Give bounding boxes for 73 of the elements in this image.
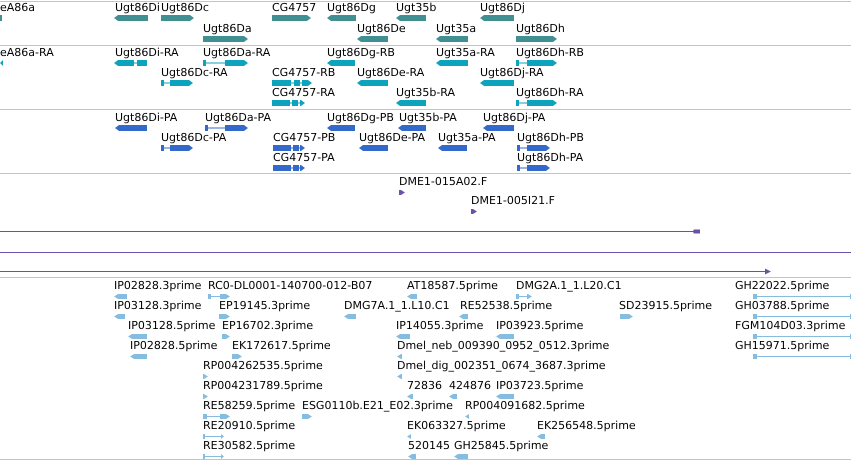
feature-label: AT18587.5prime — [407, 279, 498, 292]
feature-label: RP004231789.5prime — [203, 379, 323, 392]
feature-label: CG4757 — [272, 1, 316, 14]
feature-label: EK063327.5prime — [407, 419, 506, 432]
feature-label: Ugt86Dj-PA — [483, 111, 546, 124]
feature-label: Ugt86Dj — [480, 1, 525, 14]
feature-label: 72836 — [407, 379, 442, 392]
feature-label: Ugt86Dh-PB — [517, 131, 584, 144]
feature-label: ESG0110b.E21_E02.3prime — [302, 399, 453, 412]
feature-label: GH03788.5prime — [735, 299, 830, 312]
feature-label: RE20910.5prime — [203, 419, 296, 432]
feature-label: GH15971.5prime — [735, 339, 830, 352]
feature-label: GH25845.5prime — [454, 439, 548, 452]
feature-label: Ugt86De-RA — [357, 66, 424, 79]
feature-label: Ugt35b-RA — [396, 86, 456, 99]
feature-label: Ugt35b — [396, 1, 436, 14]
feature-label: IP03128.3prime — [114, 299, 202, 312]
feature-label: Ugt86Dg-PB — [327, 111, 394, 124]
feature-label: eA86a — [0, 1, 36, 14]
feature-label: eA86a-RA — [0, 46, 54, 59]
feature-label: IP14055.3prime — [396, 319, 484, 332]
feature-label: RE30582.5prime — [203, 439, 296, 452]
feature-label: Ugt35a-RA — [436, 46, 495, 59]
feature-label: Dmel_neb_009390_0952_0512.3prime — [397, 339, 610, 352]
feature-label: Ugt86Di-RA — [115, 46, 179, 59]
feature-label: Ugt86Di-PA — [115, 111, 178, 124]
feature-label: Ugt35b-PA — [399, 111, 457, 124]
feature-label: Ugt35a — [436, 22, 476, 35]
feature-label: IP02828.5prime — [130, 339, 218, 352]
feature-label: 520145 — [408, 439, 450, 452]
feature-label: Ugt86Dg-RB — [327, 46, 395, 59]
feature-label: Dmel_dig_002351_0674_3687.3prime — [397, 359, 606, 372]
feature-label: Ugt86Da-RA — [203, 46, 270, 59]
feature-label: EK172617.5prime — [232, 339, 331, 352]
feature-label: IP02828.3prime — [114, 279, 202, 292]
feature-label: Ugt86Dh-RA — [516, 86, 584, 99]
feature-label: Ugt86Dc-PA — [161, 131, 226, 144]
feature-label: EP19145.3prime — [219, 299, 310, 312]
feature-label: IP03128.5prime — [128, 319, 216, 332]
feature-label: Ugt86Dc-RA — [161, 66, 228, 79]
feature-label: EK256548.5prime — [537, 419, 636, 432]
feature-label: RP004262535.5prime — [203, 359, 323, 372]
feature-label: IP03923.5prime — [496, 319, 584, 332]
feature-label: DME1-015A02.F — [399, 175, 488, 188]
feature-label: DME1-005I21.F — [471, 194, 555, 207]
feature-label: IP03723.5prime — [496, 379, 584, 392]
feature-label: CG4757-PB — [273, 131, 336, 144]
feature-label: Ugt86Dh — [516, 22, 565, 35]
feature-label: Ugt86Dh-RB — [516, 46, 584, 59]
feature-label: Ugt86Da — [203, 22, 252, 35]
feature-label: RE58259.5prime — [203, 399, 296, 412]
feature-label: EP16702.3prime — [222, 319, 314, 332]
feature-label: 424876 — [449, 379, 491, 392]
feature-label: RC0-DL0001-140700-012-B07 — [208, 279, 372, 292]
feature-label: Ugt86Dg — [327, 1, 376, 14]
feature-label: CG4757-RA — [272, 86, 335, 99]
feature-label: Ugt86Dj-RA — [480, 66, 544, 79]
feature-label: DMG7A.1_1.L10.C1 — [344, 299, 450, 312]
feature-label: GH22022.5prime — [735, 279, 830, 292]
feature-label: Ugt35a-PA — [438, 131, 496, 144]
feature-label: Ugt86De-PA — [359, 131, 426, 144]
feature-label: Ugt86Dc — [161, 1, 209, 14]
feature-label: SD23915.5prime — [619, 299, 712, 312]
feature-label: Ugt86Dh-PA — [517, 151, 584, 164]
feature-label: CG4757-PA — [273, 151, 335, 164]
feature-label: DMG2A.1_1.L20.C1 — [516, 279, 622, 292]
feature-label: CG4757-RB — [272, 66, 336, 79]
feature-label: Ugt86De — [357, 22, 406, 35]
feature-label: FGM104D03.3prime — [735, 319, 846, 332]
feature-label: RE52538.5prime — [460, 299, 552, 312]
feature-label: RP004091682.5prime — [465, 399, 585, 412]
feature-label: Ugt86Da-PA — [205, 111, 271, 124]
feature-label: Ugt86Di — [115, 1, 160, 14]
